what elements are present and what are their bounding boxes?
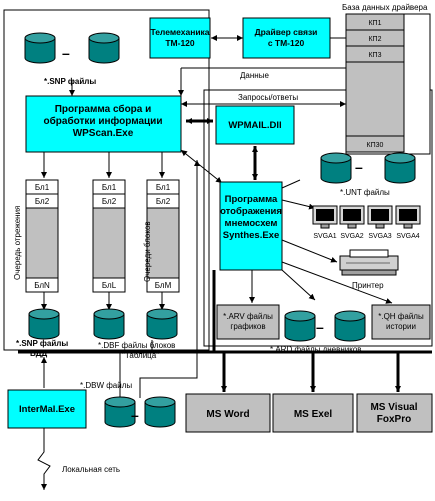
labels: *.SNP файлы – Данные Запросы/ответы *.UN… (13, 45, 390, 474)
edge-dbw-wpscan (139, 160, 200, 398)
disk-snp-2 (88, 32, 120, 64)
node-qh[interactable] (371, 304, 431, 340)
node-ms-word-label: MS Word (206, 409, 249, 420)
queue-cell-label: Бл2 (102, 197, 117, 206)
disk-dbf-2 (146, 308, 178, 340)
printer-icon (339, 249, 399, 276)
queue-cell-label: Бл1 (102, 183, 117, 192)
queue-cell-label: Бл1 (156, 183, 171, 192)
node-wpmail-label: WPMAIL.Dll (228, 120, 281, 131)
label-printer: Принтер (352, 281, 384, 290)
edge-synthes-unt (281, 179, 301, 189)
edge-synthes-ard (281, 269, 316, 301)
viewer-frame (203, 89, 433, 347)
node-synthes[interactable] (219, 181, 283, 271)
label-dbf: *.DBF файлы блоков"Таблица" (98, 341, 175, 360)
disk-snp-bdd (28, 308, 60, 340)
label-unt: *.UNT файлы (340, 188, 390, 197)
db-panel-title: База данных драйвера (342, 3, 428, 12)
node-ms-word[interactable] (185, 393, 271, 433)
db-row-label: КП2 (368, 36, 381, 43)
queue-cell-label: БлN (34, 281, 50, 290)
edge-lan (37, 428, 51, 490)
label-dash-ard: – (316, 319, 324, 335)
node-telemech[interactable] (149, 17, 211, 59)
label-dash-top: – (62, 45, 70, 61)
db-row-kp30 (345, 135, 405, 153)
node-wpscan[interactable] (25, 95, 182, 153)
db-row-label: КП30 (367, 142, 384, 149)
bus-lines (18, 118, 432, 392)
label-queue-exceed: Очередь отрежения (13, 206, 22, 280)
queue-cell-label: БлМ (155, 281, 172, 290)
edge-synthes-qh (281, 261, 393, 304)
disk-snp-1 (24, 32, 56, 64)
db-row-label: КП3 (368, 52, 381, 59)
node-driver[interactable] (242, 17, 331, 59)
disk-stores (24, 32, 416, 428)
db-row-fill (345, 61, 405, 137)
label-dash-dbw: – (131, 407, 139, 423)
driver-db-panel: База данных драйвера КП1 КП2 КП3 КП30 (342, 3, 431, 155)
queue-cell-label: Бл1 (35, 183, 50, 192)
disk-unt-1 (320, 152, 352, 184)
monitor-label: SVGA1 (313, 233, 336, 240)
node-ms-exel[interactable] (272, 393, 354, 433)
queue-cell-label: Бл2 (156, 197, 171, 206)
label-queue-blocks: Очереди блоков (143, 221, 152, 282)
label-requests: Запросы/ответы (238, 93, 298, 102)
node-intermail[interactable] (7, 389, 87, 429)
disk-dbw-1 (104, 396, 136, 428)
node-ms-exel-label: MS Exel (294, 409, 333, 420)
queue-cell-label: Бл2 (35, 197, 50, 206)
monitor-label: SVGA4 (396, 233, 419, 240)
monitor-icon: SVGA1 (312, 205, 338, 240)
node-arv[interactable] (216, 304, 280, 340)
connectors (37, 35, 393, 490)
label-snp-top: *.SNP файлы (44, 77, 96, 86)
disk-ard-1 (284, 310, 316, 342)
db-row-label: КП1 (368, 20, 381, 27)
edge-synthes-svga (281, 199, 316, 210)
monitor-icon: SVGA2 (339, 205, 365, 240)
node-intermail-label: InterMal.Exe (19, 404, 75, 415)
node-ms-foxpro[interactable] (356, 393, 433, 433)
edge-wpscan-synthes (180, 149, 223, 184)
node-wpmail[interactable] (215, 105, 295, 145)
disk-dbf-1 (93, 308, 125, 340)
monitor-icon: SVGA3 (367, 205, 393, 240)
label-ard: *.ARD файлы дневников (270, 345, 362, 354)
disk-ard-2 (334, 310, 366, 342)
label-dbw: *.DBW файлы (80, 381, 132, 390)
edge-synthes-printer (281, 239, 338, 263)
label-data: Данные (240, 71, 269, 80)
disk-unt-2 (384, 152, 416, 184)
monitor-label: SVGA2 (340, 233, 363, 240)
label-dash-unt: – (355, 159, 363, 175)
monitor-label: SVGA3 (368, 233, 391, 240)
disk-dbw-2 (144, 396, 176, 428)
label-lan: Локальная сеть (62, 465, 120, 474)
monitor-icon: SVGA4 (395, 205, 421, 240)
queue-cell-label: БлL (102, 281, 117, 290)
monitor-group: SVGA1 SVGA2 SVGA3 SVGA4 (312, 205, 421, 240)
